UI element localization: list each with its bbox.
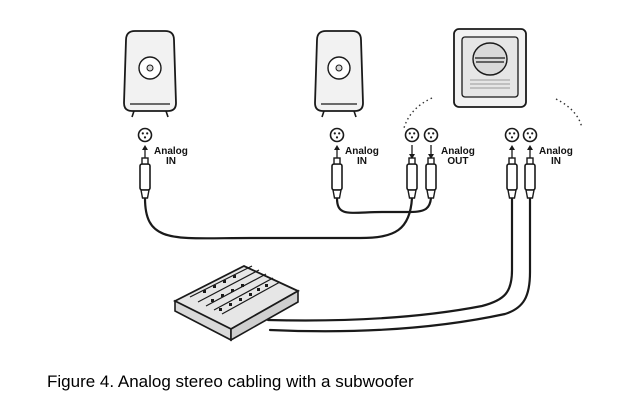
arrow-up-icon — [508, 144, 516, 160]
xlr-connector-icon — [329, 127, 345, 143]
cable-mixer-to-sub-1 — [266, 196, 514, 322]
sub-output-dotted-arc — [403, 97, 433, 129]
label-line1: Analog — [345, 146, 379, 157]
cable-plug-icon — [524, 157, 536, 199]
xlr-connector-icon — [522, 127, 538, 143]
arrow-up-icon — [141, 144, 149, 160]
monitor-speaker-right-icon — [314, 30, 364, 118]
cable-left-speaker — [143, 196, 414, 240]
arrow-up-icon — [333, 144, 341, 160]
cable-plug-icon — [506, 157, 518, 199]
label-sub-output: Analog OUT — [441, 147, 475, 167]
arrow-down-icon — [408, 144, 416, 160]
label-line2: IN — [165, 156, 176, 167]
label-left-speaker-input: Analog IN — [154, 147, 188, 167]
xlr-connector-icon — [504, 127, 520, 143]
label-line1: Analog — [539, 146, 573, 157]
cable-plug-icon — [139, 157, 151, 199]
cable-mixer-to-sub-2 — [268, 196, 532, 333]
xlr-connector-icon — [423, 127, 439, 143]
cable-right-speaker — [335, 196, 433, 214]
label-right-speaker-input: Analog IN — [345, 147, 379, 167]
cable-plug-icon — [425, 157, 437, 199]
label-line2: IN — [550, 156, 561, 167]
label-line1: Analog — [441, 146, 475, 157]
arrow-down-icon — [427, 144, 435, 160]
cable-plug-icon — [331, 157, 343, 199]
subwoofer-icon — [453, 28, 527, 108]
mixer-console-icon — [172, 264, 300, 342]
label-line2: OUT — [447, 156, 469, 167]
sub-input-dotted-arc — [555, 98, 583, 129]
xlr-connector-icon — [137, 127, 153, 143]
cable-plug-icon — [406, 157, 418, 199]
figure-caption: Figure 4. Analog stereo cabling with a s… — [47, 372, 414, 391]
xlr-connector-icon — [404, 127, 420, 143]
arrow-up-icon — [526, 144, 534, 160]
label-sub-input: Analog IN — [539, 147, 573, 167]
label-line1: Analog — [154, 146, 188, 157]
label-line2: IN — [356, 156, 367, 167]
monitor-speaker-left-icon — [123, 30, 177, 118]
